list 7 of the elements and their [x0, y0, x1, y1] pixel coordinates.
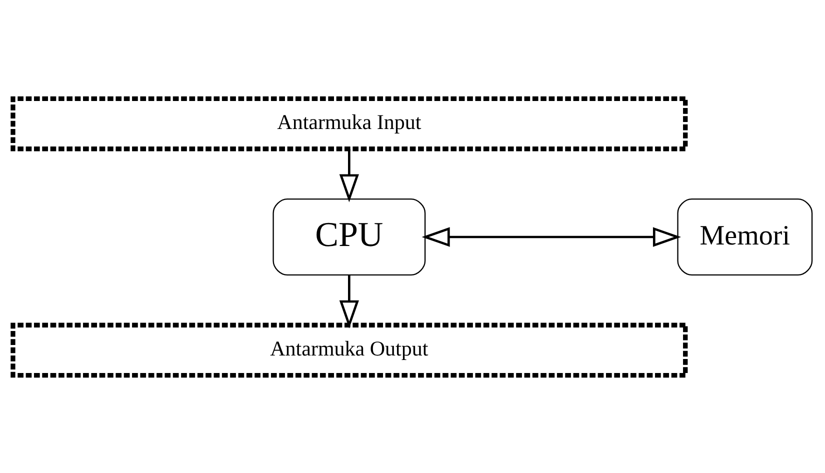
arrow — [422, 226, 682, 246]
node-box: CPU — [272, 198, 426, 276]
node-box: Memori — [677, 198, 813, 276]
arrow — [339, 148, 359, 202]
node-box: Antarmuka Output — [10, 322, 688, 378]
node-box: Antarmuka Input — [10, 96, 688, 151]
arrow — [339, 274, 359, 328]
